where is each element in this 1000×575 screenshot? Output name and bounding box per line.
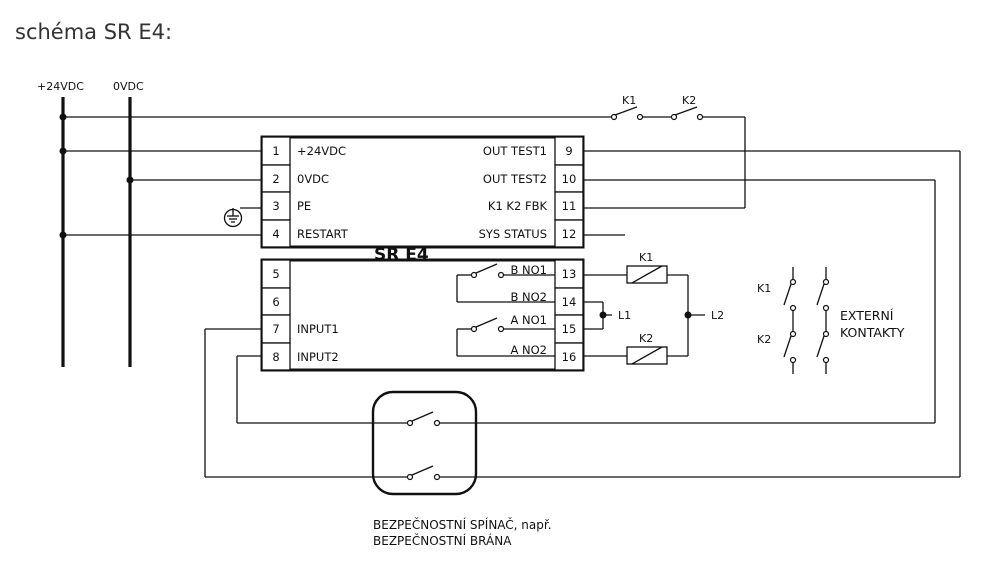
left-terminal-cells [261,136,291,371]
terminal-number: 1 [272,144,279,158]
terminal-label: INPUT1 [297,322,339,336]
device-name: SR E4 [374,245,429,265]
coil-k1-label: K1 [639,251,653,264]
external-contacts-title-line2: KONTAKTY [840,325,905,340]
terminal-label: OUT TEST1 [483,144,547,158]
external-k2-label: K2 [757,333,771,346]
terminal-label: +24VDC [297,144,346,158]
external-contacts-title-line1: EXTERNÍ [840,308,894,323]
terminal-number: 4 [272,227,279,241]
coil-k2-label: K2 [639,332,653,345]
terminal-label: A NO2 [511,343,548,357]
output-test-wiring [583,150,961,477]
series-contact-k1-label: K1 [622,94,636,107]
l1-bridge [583,301,612,330]
terminal-number: 8 [272,350,279,364]
safety-switch-caption-line1: BEZPEČNOSTNÍ SPÍNAČ, např. [373,517,552,532]
terminal-label: B NO1 [510,263,547,277]
terminal-number: 10 [562,172,577,186]
terminal-number: 6 [272,295,279,309]
coil-wiring [583,265,705,365]
device-block-upper [260,135,585,249]
device-block-lower [260,258,585,372]
internal-relay-contacts [456,263,555,357]
right-terminal-cells [554,136,584,371]
terminal-label: K1 K2 FBK [488,199,548,213]
external-k1-label: K1 [757,282,771,295]
terminal-number: 15 [562,322,577,336]
series-contact-k2-label: K2 [682,94,696,107]
safety-switch-caption-line2: BEZPEČNOSTNÍ BRÁNA [373,533,512,548]
terminal-number: 16 [562,350,577,364]
terminal-number: 11 [562,199,577,213]
terminal-number: 7 [272,322,279,336]
terminal-label: SYS STATUS [479,227,547,241]
safety-switch [371,390,478,496]
terminal-label: A NO1 [511,313,548,327]
terminal-label: OUT TEST2 [483,172,547,186]
supply-wiring [59,113,612,239]
terminal-label: PE [297,199,311,213]
terminal-label: RESTART [297,227,349,241]
terminal-number: 12 [562,227,577,241]
supply-plus-label: +24VDC [37,80,84,93]
series-contacts [583,106,746,209]
diagram-heading: schéma SR E4: [15,20,172,44]
external-contacts [783,267,830,374]
terminal-number: 14 [562,295,577,309]
terminal-label: 0VDC [297,172,329,186]
l1-label: L1 [618,309,631,322]
terminal-label: B NO2 [510,290,547,304]
terminal-number: 5 [272,267,279,281]
ground-icon [223,207,262,228]
terminal-number: 2 [272,172,279,186]
terminal-number: 3 [272,199,279,213]
terminal-number: 13 [562,267,577,281]
l2-label: L2 [711,309,724,322]
terminal-label: INPUT2 [297,350,339,364]
supply-zero-label: 0VDC [113,80,144,93]
terminal-number: 9 [565,144,572,158]
